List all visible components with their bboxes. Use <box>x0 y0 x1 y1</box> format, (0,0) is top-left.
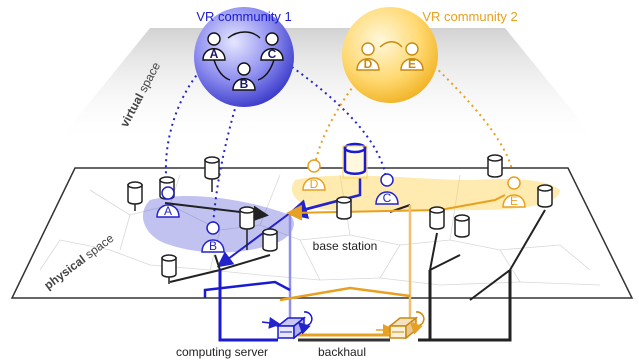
svg-text:C: C <box>268 47 277 61</box>
headset-icon <box>429 206 445 230</box>
avatar-d: D <box>356 42 380 71</box>
svg-text:D: D <box>364 57 373 71</box>
community-2-arrow <box>379 41 403 48</box>
physical-user-d: D <box>302 159 326 191</box>
svg-text:B: B <box>240 77 249 91</box>
physical-user-a: A <box>156 186 180 218</box>
avatar-a: A <box>202 32 226 61</box>
virtual-space-plane <box>55 28 600 145</box>
community-1-title: VR community 1 <box>196 9 291 24</box>
avatar-c: C <box>260 32 284 61</box>
svg-text:E: E <box>510 194 518 208</box>
avatar-e: E <box>400 42 424 71</box>
svg-text:D: D <box>310 177 319 191</box>
computing-server-label: computing server <box>176 345 268 359</box>
svg-text:A: A <box>164 204 172 218</box>
vr-community-1: A C B VR community 1 <box>194 7 294 107</box>
headset-icon <box>336 196 352 220</box>
headset-icon <box>537 184 553 208</box>
community-1-arrows <box>213 31 275 81</box>
community-2-title: VR community 2 <box>422 9 517 24</box>
physical-users: A B C D E <box>156 159 526 253</box>
physical-user-c: C <box>375 173 399 205</box>
vr-community-2: D E VR community 2 <box>342 7 518 103</box>
svg-text:A: A <box>210 47 219 61</box>
backhaul-label: backhaul <box>318 345 366 359</box>
headset-icon <box>487 154 503 178</box>
headset-icon <box>127 181 143 211</box>
physical-user-e: E <box>502 176 526 208</box>
headset-icon <box>239 206 255 250</box>
base-station-label: base station <box>313 239 378 253</box>
avatar-b: B <box>232 62 256 91</box>
headset-icon <box>454 214 470 238</box>
headset-icon <box>262 228 278 252</box>
svg-text:B: B <box>209 239 217 253</box>
svg-text:C: C <box>383 191 392 205</box>
base-station-icon <box>342 142 368 179</box>
physical-user-b: B <box>201 221 225 253</box>
headset-icon <box>161 254 177 284</box>
svg-text:E: E <box>408 57 416 71</box>
computing-server-1 <box>275 311 313 340</box>
computing-server-2 <box>387 311 425 340</box>
headset-icon <box>204 156 220 192</box>
